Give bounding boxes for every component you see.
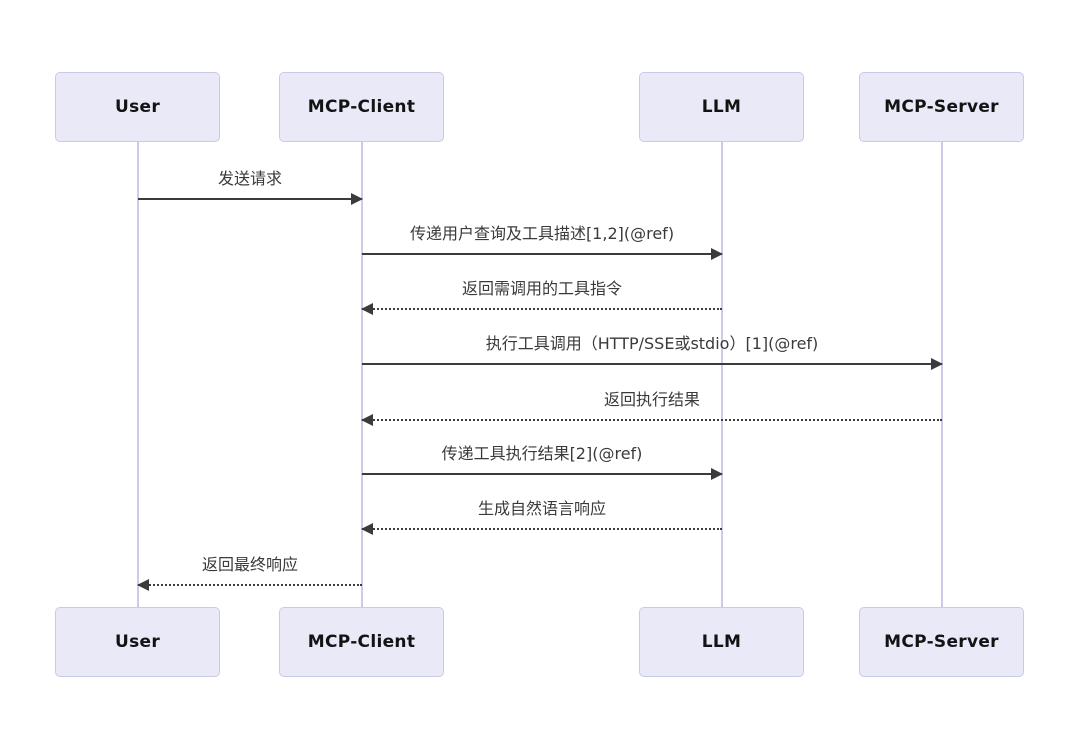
lifeline-mcp-client (361, 142, 363, 608)
actor-label-mcp-client: MCP-Client (307, 97, 416, 117)
arrowhead-left-icon (361, 523, 373, 535)
message-line-solid (362, 248, 723, 260)
actor-label-llm: LLM (701, 97, 742, 117)
lifeline-user (137, 142, 139, 608)
actor-box-mcp-server-top: MCP-Server (859, 72, 1024, 142)
actor-box-llm-top: LLM (639, 72, 804, 142)
arrowhead-right-icon (711, 468, 723, 480)
actor-label-llm: LLM (701, 632, 742, 652)
message-label: 传递用户查询及工具描述[1,2](@ref) (409, 224, 675, 243)
message-return-final-response: 返回最终响应 (137, 555, 362, 591)
lifeline-mcp-server (941, 142, 943, 608)
actor-label-mcp-client: MCP-Client (307, 632, 416, 652)
actor-box-llm-bottom: LLM (639, 607, 804, 677)
arrowhead-right-icon (931, 358, 943, 370)
message-label: 返回最终响应 (201, 555, 298, 574)
actor-box-user-top: User (55, 72, 220, 142)
message-line-solid (138, 193, 363, 205)
actor-box-user-bottom: User (55, 607, 220, 677)
message-line-dashed (361, 303, 722, 315)
message-line-dashed (137, 579, 362, 591)
actor-label-mcp-server: MCP-Server (884, 97, 999, 117)
message-send-request: 发送请求 (138, 169, 363, 205)
arrowhead-left-icon (137, 579, 149, 591)
message-label: 生成自然语言响应 (477, 499, 606, 518)
arrowhead-right-icon (711, 248, 723, 260)
message-label: 返回执行结果 (603, 390, 700, 409)
message-label: 传递工具执行结果[2](@ref) (441, 444, 643, 463)
message-line-dashed (361, 414, 942, 426)
actor-box-mcp-client-top: MCP-Client (279, 72, 444, 142)
message-line-solid (362, 468, 723, 480)
actor-label-user: User (114, 632, 161, 652)
actor-box-mcp-server-bottom: MCP-Server (859, 607, 1024, 677)
message-label: 发送请求 (217, 169, 282, 188)
arrowhead-left-icon (361, 303, 373, 315)
actor-box-mcp-client-bottom: MCP-Client (279, 607, 444, 677)
message-pass-query-and-tools: 传递用户查询及工具描述[1,2](@ref) (362, 224, 723, 260)
message-label: 执行工具调用（HTTP/SSE或stdio）[1](@ref) (485, 334, 819, 353)
arrowhead-right-icon (351, 193, 363, 205)
message-return-execution-result: 返回执行结果 (361, 390, 942, 426)
message-line-solid (362, 358, 943, 370)
actor-label-user: User (114, 97, 161, 117)
actor-label-mcp-server: MCP-Server (884, 632, 999, 652)
arrowhead-left-icon (361, 414, 373, 426)
message-execute-tool-call: 执行工具调用（HTTP/SSE或stdio）[1](@ref) (362, 334, 943, 370)
message-generate-natural-language-response: 生成自然语言响应 (361, 499, 722, 535)
message-label: 返回需调用的工具指令 (461, 279, 622, 298)
message-line-dashed (361, 523, 722, 535)
lifeline-llm (721, 142, 723, 608)
message-pass-tool-result: 传递工具执行结果[2](@ref) (362, 444, 723, 480)
message-return-tool-instruction: 返回需调用的工具指令 (361, 279, 722, 315)
